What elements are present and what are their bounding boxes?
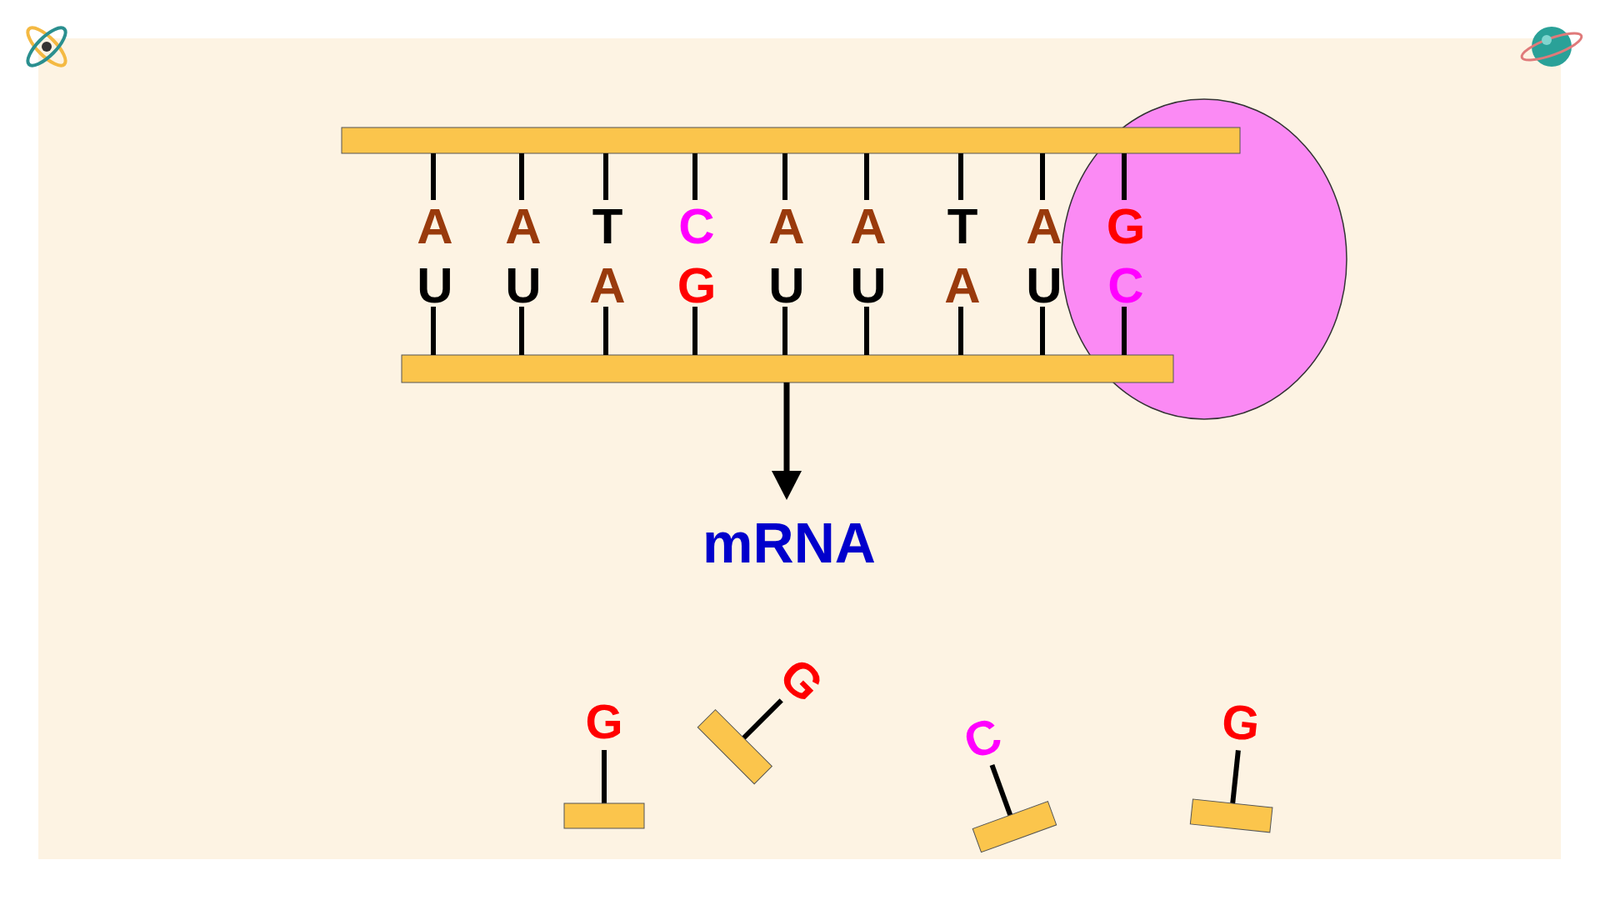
template-base: C [678,201,715,252]
free-nucleotide-base: G [585,697,623,746]
mrna-base: U [1025,260,1062,311]
template-base: A [1025,201,1062,252]
mrna-base: U [850,260,886,311]
mrna-strand [401,355,1174,383]
dna-template-strand [341,127,1240,154]
mrna-base: G [677,260,717,311]
hydrogen-bond [782,153,788,200]
hydrogen-bond [603,153,609,200]
hydrogen-bond [692,306,698,355]
flow-arrow [771,382,802,500]
strand-label: mRNA [702,514,876,571]
background-panel [38,38,1561,860]
hydrogen-bond [782,306,788,355]
mrna-base: A [944,260,980,311]
atom-icon [22,22,71,71]
hydrogen-bond [430,153,436,200]
free-nucleotide [564,750,645,829]
hydrogen-bond [430,306,436,355]
template-base: A [416,201,453,252]
mrna-base: U [505,260,541,311]
template-base: T [947,201,979,252]
free-nucleotide-base: C [957,710,1007,768]
hydrogen-bond [692,153,698,200]
hydrogen-bond [958,153,964,200]
mrna-base: U [768,260,805,311]
hydrogen-bond [1040,153,1045,200]
mrna-base: U [416,260,453,311]
hydrogen-bond [958,306,964,355]
template-base: A [768,201,805,252]
hydrogen-bond [519,153,525,200]
hydrogen-bond [1121,153,1127,200]
hydrogen-bond [603,306,609,355]
template-base: A [505,201,541,252]
free-nucleotide [954,751,1056,853]
hydrogen-bond [519,306,525,355]
free-nucleotide-base: G [770,650,832,711]
free-nucleotide [1190,745,1278,833]
hydrogen-bond [1121,306,1127,355]
base-bonds [433,153,1125,355]
template-base: A [850,201,886,252]
free-nucleotides [564,671,1279,852]
free-nucleotide-base: G [1220,695,1263,748]
hydrogen-bond [864,153,870,200]
planet-icon [1519,26,1585,67]
template-base: G [1106,201,1146,252]
hydrogen-bond [1040,306,1045,355]
mrna-base: A [589,260,625,311]
hydrogen-bond [864,306,870,355]
template-base: T [592,201,624,252]
mrna-base: C [1107,260,1144,311]
